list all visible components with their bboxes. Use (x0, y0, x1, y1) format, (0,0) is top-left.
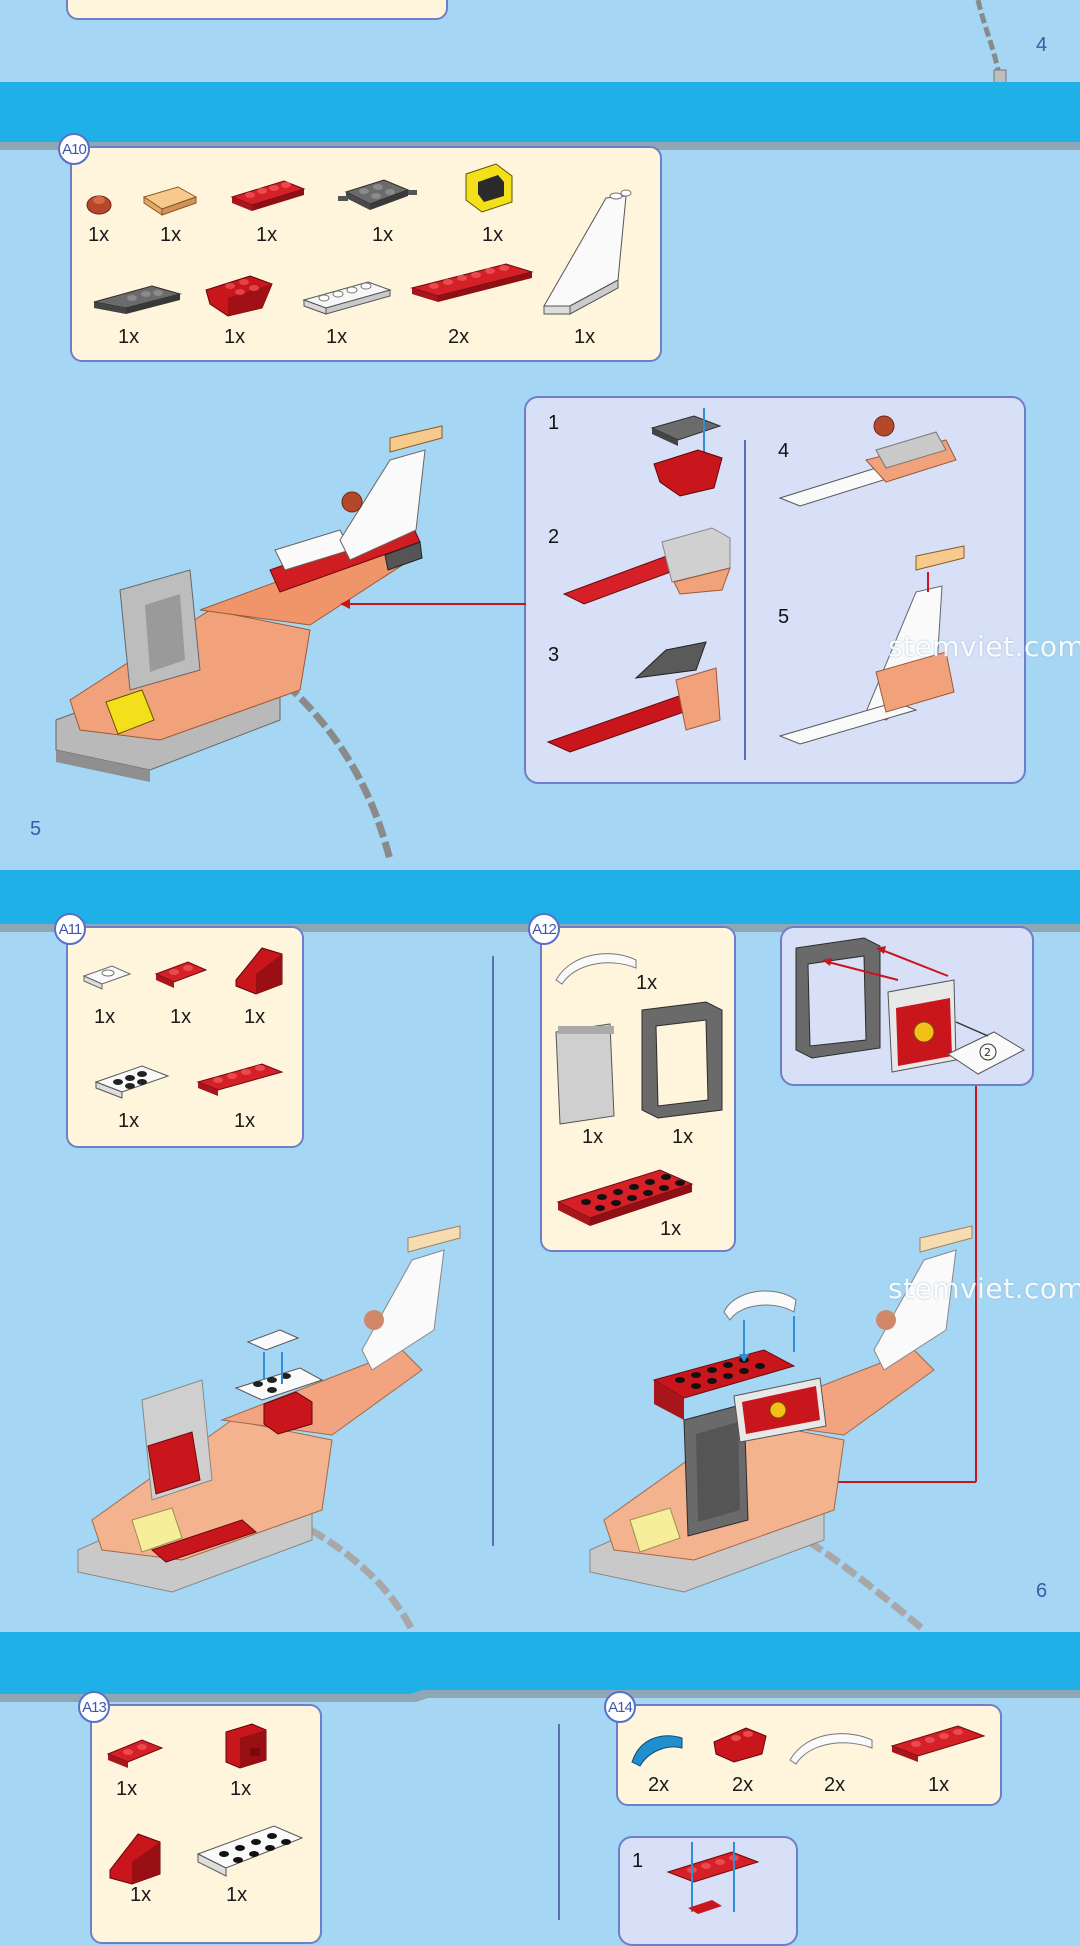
a11-part-qty: 1x (244, 1006, 266, 1028)
a10-part-white-plate-1x4 (302, 281, 392, 315)
section-divider-edge-stepped (0, 1690, 1080, 1702)
a14-part-red-slope-plate (713, 1727, 767, 1763)
a10-part-qty: 1x (256, 224, 278, 246)
a10-substep3-illustration (546, 641, 721, 753)
substep-number: 1 (632, 1850, 644, 1872)
a13-step-badge: A13 (78, 1691, 110, 1723)
a10-substep4-illustration (778, 415, 957, 507)
a10-part-red-plate-1x6 (410, 263, 534, 302)
a10-parts-panel (70, 146, 662, 362)
a12-helicopter-assembly (589, 1225, 973, 1633)
a10-substep2-illustration (562, 527, 731, 605)
a10-helicopter-assembly (55, 425, 443, 861)
a13-part-qty: 1x (116, 1778, 138, 1800)
a11-part-white-plate-1x1 (82, 965, 132, 990)
page-number-4: 4 (1036, 34, 1048, 56)
a13-part-qty: 1x (226, 1884, 248, 1906)
a11-part-white-round-plate (94, 1065, 170, 1099)
a10-part-red-inverted-slope (205, 275, 273, 317)
a14-part-white-curved-slope (789, 1733, 873, 1765)
previous-parts-panel (66, 0, 448, 20)
a12-part-grey-window-pane (555, 1023, 615, 1125)
a10-part-round-brown-plate (86, 195, 112, 215)
a10-part-qty: 1x (482, 224, 504, 246)
cable-illustration-top (975, 0, 1007, 87)
a14-substep1-illustration (666, 1842, 760, 1914)
a10-part-qty: 1x (118, 326, 140, 348)
a13-part-qty: 1x (130, 1884, 152, 1906)
a11-part-qty: 1x (118, 1110, 140, 1132)
substep-number: 5 (778, 606, 790, 628)
a10-part-grey-plate-with-pins (338, 179, 417, 210)
a10-part-qty: 1x (372, 224, 394, 246)
svg-text:2: 2 (984, 1046, 991, 1059)
a10-part-qty: 1x (326, 326, 348, 348)
a12-part-white-curved-slope (555, 953, 637, 985)
a12-part-red-plate-2x6 (556, 1169, 694, 1226)
a14-part-qty: 2x (648, 1774, 670, 1796)
a10-connector-arrow (340, 599, 526, 609)
a11-part-red-plate-1x4 (196, 1063, 284, 1096)
a10-part-qty: 2x (448, 326, 470, 348)
a14-step-badge: A14 (604, 1691, 636, 1723)
a13-part-white-plate-2x4 (196, 1825, 304, 1877)
a10-part-qty: 1x (224, 326, 246, 348)
a13-part-red-slope (109, 1833, 161, 1885)
a10-part-qty: 1x (574, 326, 596, 348)
a12-part-qty: 1x (660, 1218, 682, 1240)
a13-part-qty: 1x (230, 1778, 252, 1800)
substep-number: 2 (548, 526, 560, 548)
a14-part-blue-curved-slope (631, 1735, 683, 1767)
a12-part-dark-grey-window-frame (641, 1001, 723, 1119)
a10-part-yellow-windscreen (465, 163, 513, 213)
a12-step-badge: A12 (528, 913, 560, 945)
watermark: stemviet.com (888, 1272, 1080, 1305)
page-number-5: 5 (30, 818, 42, 840)
a12-part-qty: 1x (672, 1126, 694, 1148)
a11-part-qty: 1x (234, 1110, 256, 1132)
substep-number: 3 (548, 644, 560, 666)
a14-parts-panel (616, 1704, 1002, 1806)
a10-substep5-illustration (778, 545, 965, 745)
a10-part-qty: 1x (160, 224, 182, 246)
a12-part-qty: 1x (636, 972, 658, 994)
a14-part-qty: 2x (824, 1774, 846, 1796)
a10-substep1-illustration (650, 408, 723, 497)
a10-part-tan-tile (142, 186, 198, 216)
watermark: stemviet.com (888, 630, 1080, 663)
a11-part-red-slope (235, 947, 283, 995)
a11-helicopter-assembly (77, 1225, 461, 1632)
section-divider-band (0, 1632, 1080, 1694)
a13-part-red-plate-1x2 (106, 1739, 164, 1768)
section-divider-line (558, 1724, 560, 1920)
a14-part-qty: 2x (732, 1774, 754, 1796)
a11-step-badge: A11 (54, 913, 86, 945)
page-number-6: 6 (1036, 1580, 1048, 1602)
a12-window-subassembly-illustration: 2 (795, 937, 1026, 1075)
a11-part-qty: 1x (170, 1006, 192, 1028)
a14-part-qty: 1x (928, 1774, 950, 1796)
a12-part-qty: 1x (582, 1126, 604, 1148)
substep-number: 4 (778, 440, 790, 462)
a11-part-qty: 1x (94, 1006, 116, 1028)
a10-part-qty: 1x (88, 224, 110, 246)
section-divider-band (0, 82, 1080, 144)
a13-parts-panel (90, 1704, 322, 1944)
a10-part-grey-wedge-plate (93, 285, 182, 314)
a10-part-white-tail-fin (543, 189, 632, 315)
substeps-divider (744, 440, 746, 760)
substep-number: 1 (548, 412, 560, 434)
a10-part-red-plate-1x4 (230, 180, 306, 211)
section-divider-line (492, 956, 494, 1546)
a10-step-badge: A10 (58, 133, 90, 165)
a14-part-red-plate-with-clips (890, 1725, 986, 1762)
a11-part-red-plate-1x2 (154, 961, 208, 988)
a13-part-red-brick-with-clip (225, 1723, 267, 1769)
